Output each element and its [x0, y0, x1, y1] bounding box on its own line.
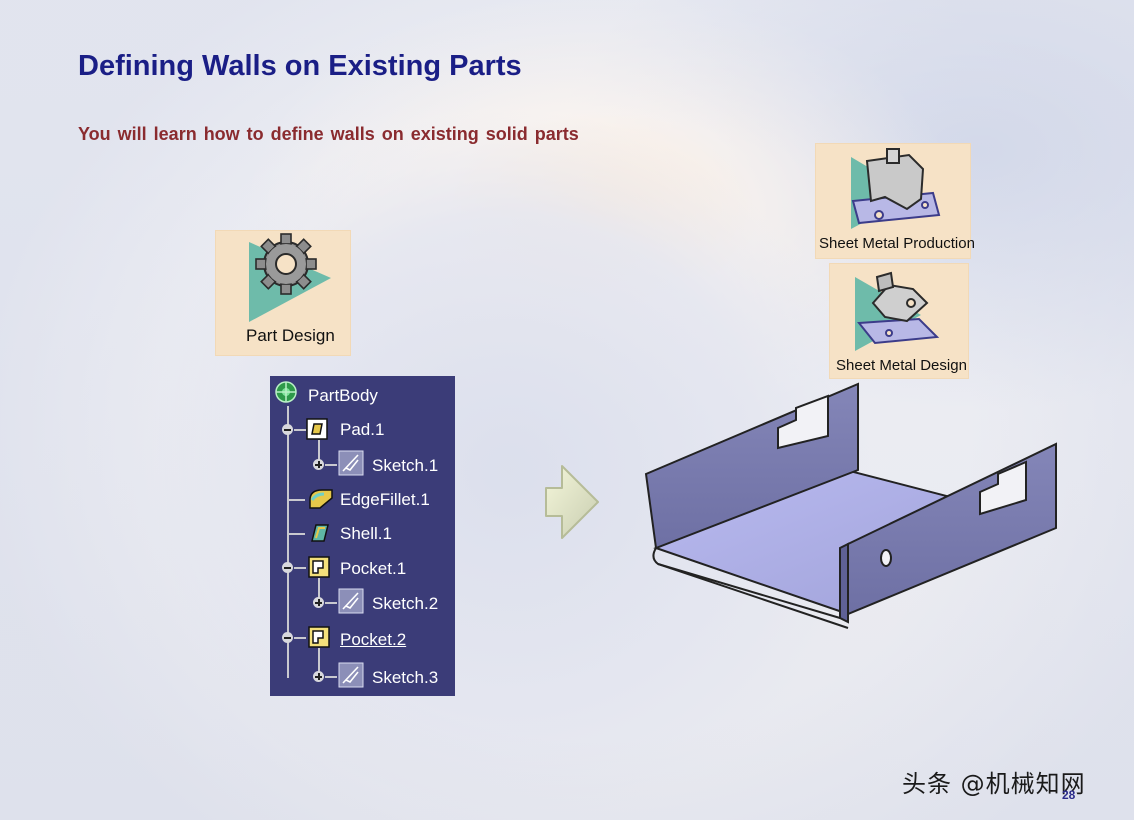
tree-item-edgefillet-1[interactable]: EdgeFillet.1 — [340, 490, 430, 509]
tree-item-pad-1[interactable]: Pad.1 — [340, 420, 385, 439]
expand-icon[interactable] — [313, 459, 324, 470]
tree-item-shell-1[interactable]: Shell.1 — [340, 524, 392, 543]
part-design-workbench[interactable]: Part Design — [215, 230, 351, 356]
tree-branch-line — [325, 464, 337, 466]
tree-branch-line — [318, 648, 320, 676]
tree-branch-line — [289, 533, 305, 535]
edge-fillet-icon — [309, 489, 333, 509]
tree-branch-line — [294, 567, 306, 569]
sheet-metal-production-icon — [851, 148, 941, 229]
pocket-icon — [308, 556, 330, 578]
tree-item-sketch-1[interactable]: Sketch.1 — [372, 456, 439, 475]
sheet-metal-production-label: Sheet Metal Production — [819, 235, 975, 252]
slide-title: Defining Walls on Existing Parts — [78, 50, 522, 82]
tree-item-pocket-1[interactable]: Pocket.1 — [340, 559, 407, 578]
tree-branch-line — [325, 676, 337, 678]
gear-icon — [249, 233, 331, 322]
tree-root-partbody[interactable]: PartBody — [308, 386, 378, 405]
tree-branch-line — [294, 429, 306, 431]
sheet-metal-part-illustration — [644, 382, 1057, 629]
sketch-icon — [338, 662, 364, 688]
tree-trunk-line — [287, 406, 289, 678]
tree-item-pocket-2[interactable]: Pocket.2 — [340, 630, 407, 649]
sketch-icon — [338, 450, 364, 476]
sheet-metal-production-workbench[interactable]: Sheet Metal Production — [815, 143, 975, 259]
tree-item-sketch-2[interactable]: Sketch.2 — [372, 594, 439, 613]
slide-subtitle: You will learn how to define walls on ex… — [78, 124, 579, 144]
partbody-icon — [275, 381, 297, 403]
sheet-metal-design-icon — [855, 271, 940, 351]
pad-icon — [306, 418, 328, 440]
part-design-label: Part Design — [246, 326, 335, 345]
tree-item-sketch-3[interactable]: Sketch.3 — [372, 668, 439, 687]
watermark-text: 头条 @机械知网 — [902, 770, 1086, 798]
specification-tree: PartBody Pad.1 Sketch.1 EdgeFillet.1 She… — [270, 376, 455, 696]
collapse-icon[interactable] — [282, 562, 293, 573]
tree-branch-line — [318, 440, 320, 466]
sheet-metal-design-workbench[interactable]: Sheet Metal Design — [829, 263, 969, 379]
pocket-icon — [308, 626, 330, 648]
sketch-icon — [338, 588, 364, 614]
tree-branch-line — [318, 578, 320, 604]
expand-icon[interactable] — [313, 597, 324, 608]
collapse-icon[interactable] — [282, 632, 293, 643]
tree-branch-line — [289, 499, 305, 501]
tree-branch-line — [294, 637, 306, 639]
tree-branch-line — [325, 602, 337, 604]
page-number: 28 — [1062, 788, 1076, 802]
collapse-icon[interactable] — [282, 424, 293, 435]
shell-icon — [311, 524, 329, 542]
expand-icon[interactable] — [313, 671, 324, 682]
sheet-metal-design-label: Sheet Metal Design — [836, 357, 967, 374]
arrow-right-icon — [545, 465, 599, 539]
